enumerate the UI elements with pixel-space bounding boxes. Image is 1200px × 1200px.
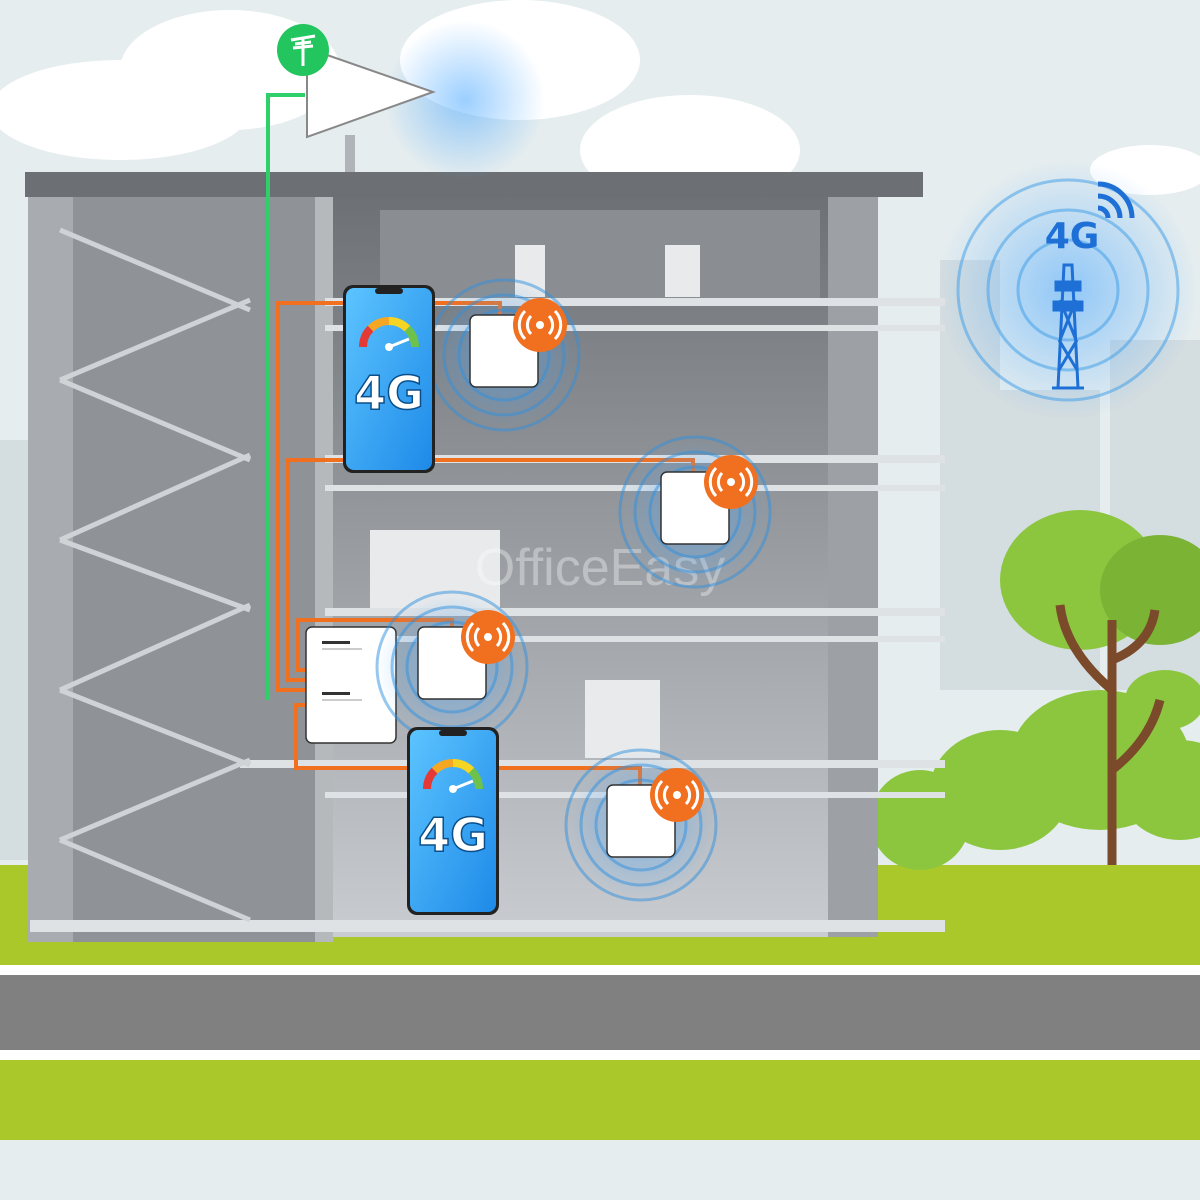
tower-4g-label: 4G <box>1045 216 1100 257</box>
phone-4g-label: 4G <box>354 366 424 420</box>
smartphone: 4G <box>407 727 499 915</box>
green-coax-cable <box>266 93 305 700</box>
indoor-antenna <box>375 590 529 744</box>
phone-4g-label: 4G <box>418 808 488 862</box>
tree <box>1000 510 1200 865</box>
cell-tower-icon <box>1052 263 1084 390</box>
signal-speed-gauge-icon <box>423 759 483 793</box>
staircase <box>58 227 252 923</box>
outdoor-antenna <box>277 24 437 172</box>
signal-speed-gauge-icon <box>359 317 419 351</box>
outdoor-signal-glow <box>385 20 545 180</box>
smartphone: 4G <box>343 285 435 473</box>
indoor-antenna <box>618 435 772 589</box>
antenna-icon <box>290 34 316 66</box>
tower-wifi-icon <box>1097 181 1135 219</box>
indoor-antenna <box>427 278 581 432</box>
road <box>0 975 1200 1050</box>
grass-strip <box>0 1060 1200 1140</box>
indoor-antenna <box>564 748 718 902</box>
